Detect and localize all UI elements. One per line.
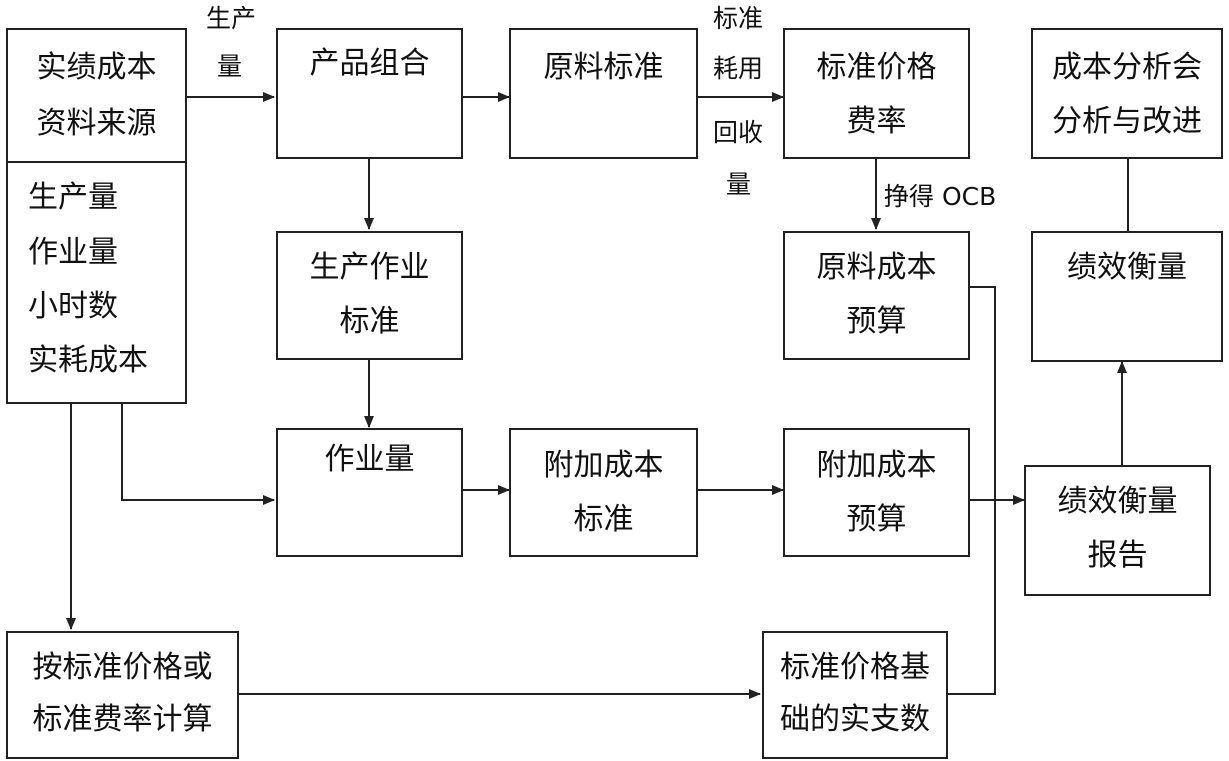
overhead-cost-standard-line-2: 标准 [573, 502, 634, 537]
standard-price-rate-line-2: 费率 [846, 104, 907, 139]
performance-report-line-1: 绩效衡量 [1057, 484, 1178, 519]
overhead-cost-budget-line-2: 预算 [846, 502, 907, 537]
material-cost-budget-box [783, 231, 970, 360]
calc-by-standard-box [6, 631, 239, 759]
actual-cost-item-hours: 小时数 [28, 289, 118, 324]
calc-by-standard-line-2: 标准费率计算 [32, 702, 213, 737]
box-divider [8, 161, 185, 163]
production-activity-standard-box [276, 231, 463, 360]
performance-report-box [1024, 465, 1211, 596]
line-material-budget-to-standard-basis [947, 286, 996, 695]
calc-by-standard-line-1: 按标准价格或 [32, 650, 213, 685]
standard-price-rate-line-1: 标准价格 [816, 50, 937, 85]
material-standard-label: 原料标准 [543, 50, 664, 85]
cost-analysis-meeting-line-1: 成本分析会 [1052, 50, 1202, 85]
arrow-source-to-activity-volume [121, 403, 275, 505]
production-activity-standard-line-1: 生产作业 [309, 250, 430, 285]
actual-cost-source-box [6, 28, 187, 404]
overhead-cost-standard-line-1: 附加成本 [543, 448, 664, 483]
cost-analysis-meeting-line-2: 分析与改进 [1052, 104, 1202, 139]
actual-cost-source-line-1: 实绩成本 [36, 50, 157, 85]
material-standard-box [509, 28, 698, 159]
standard-price-basis-actual-line-1: 标准价格基 [780, 650, 930, 685]
actual-cost-item-production-volume: 生产量 [28, 180, 118, 215]
material-cost-budget-line-1: 原料成本 [816, 250, 937, 285]
activity-volume-label: 作业量 [324, 442, 415, 477]
standard-price-basis-actual-box [762, 631, 948, 759]
performance-measure-box [1031, 231, 1223, 362]
actual-cost-item-actual-cost: 实耗成本 [28, 343, 148, 378]
overhead-cost-standard-box [509, 428, 698, 557]
production-activity-standard-line-2: 标准 [339, 304, 400, 339]
overhead-cost-budget-box [783, 428, 970, 557]
edge-label-production-line-1: 生产 [206, 4, 257, 33]
material-cost-budget-line-2: 预算 [846, 304, 907, 339]
product-mix-box [276, 28, 463, 159]
edge-label-recovery-line-2: 量 [726, 170, 752, 199]
product-mix-label: 产品组合 [309, 46, 430, 81]
standard-price-rate-box [783, 28, 970, 159]
edge-label-production-line-2: 量 [217, 52, 243, 81]
edge-label-recovery-line-1: 回收 [713, 118, 764, 147]
activity-volume-box [276, 428, 463, 557]
actual-cost-source-line-2: 资料来源 [36, 106, 157, 141]
performance-report-line-2: 报告 [1087, 538, 1148, 573]
actual-cost-item-activity-volume: 作业量 [28, 235, 118, 270]
edge-label-net-ocb: 挣得 OCB [884, 182, 997, 211]
cost-analysis-meeting-box [1031, 28, 1223, 159]
performance-measure-label: 绩效衡量 [1067, 250, 1187, 285]
overhead-cost-budget-line-1: 附加成本 [816, 448, 937, 483]
standard-price-basis-actual-line-2: 础的实支数 [780, 702, 930, 737]
edge-label-standard-consumption-line-1: 标准 [713, 4, 764, 33]
edge-label-standard-consumption-line-2: 耗用 [713, 54, 764, 83]
